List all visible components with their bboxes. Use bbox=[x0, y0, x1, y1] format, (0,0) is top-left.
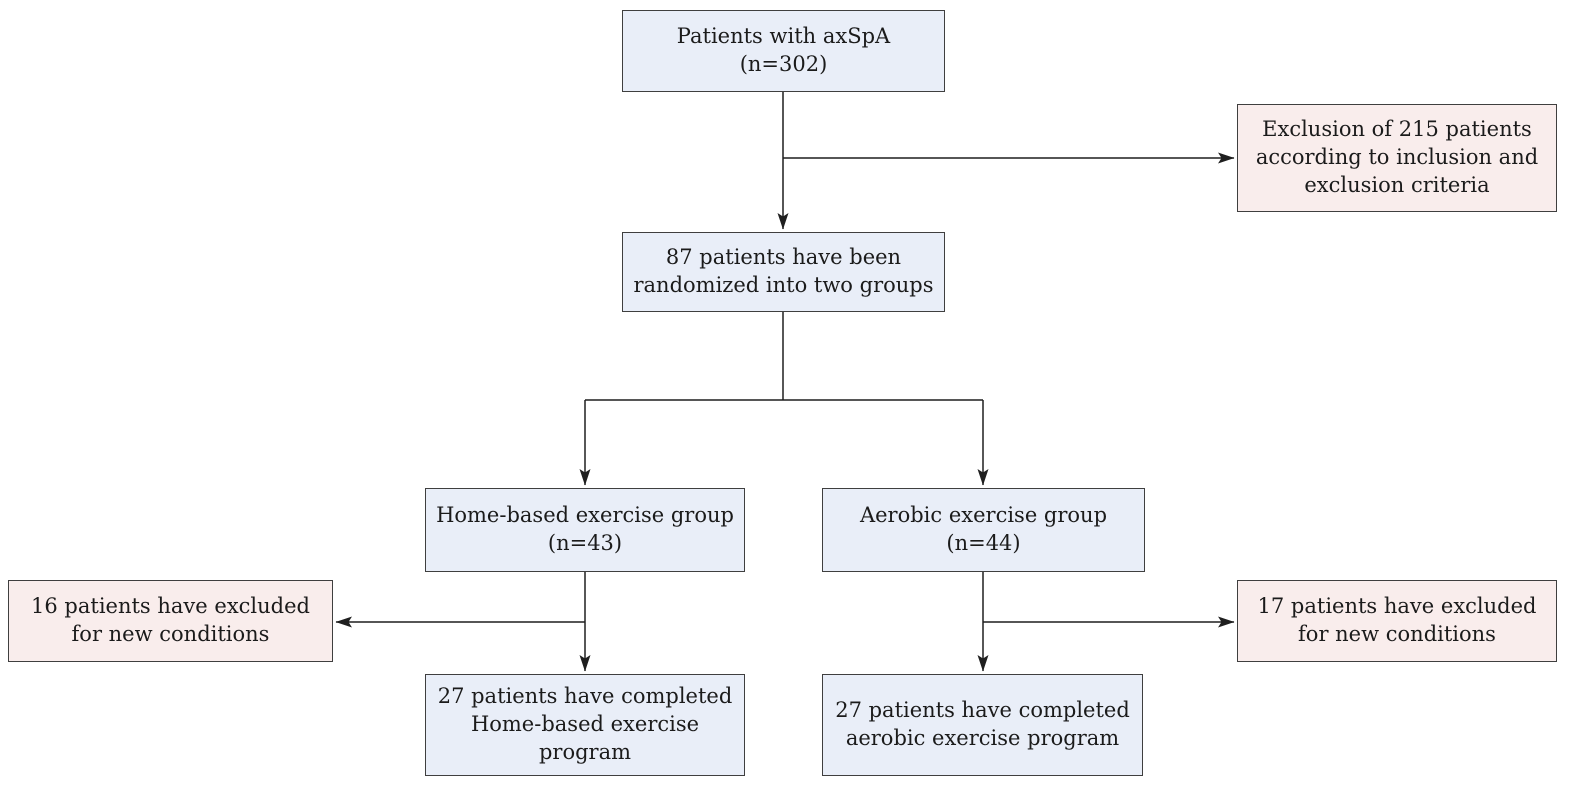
node-patients-axspa: Patients with axSpA (n=302) bbox=[622, 10, 945, 92]
node-exclusion-initial: Exclusion of 215 patients according to i… bbox=[1237, 104, 1557, 212]
node-aerobic-excluded: 17 patients have excluded for new condit… bbox=[1237, 580, 1557, 662]
node-aerobic-group: Aerobic exercise group (n=44) bbox=[822, 488, 1145, 572]
node-home-based-group: Home-based exercise group (n=43) bbox=[425, 488, 745, 572]
node-aerobic-completed: 27 patients have completed aerobic exerc… bbox=[822, 674, 1143, 776]
node-home-completed: 27 patients have completed Home-based ex… bbox=[425, 674, 745, 776]
node-home-excluded: 16 patients have excluded for new condit… bbox=[8, 580, 333, 662]
node-randomized: 87 patients have been randomized into tw… bbox=[622, 232, 945, 312]
